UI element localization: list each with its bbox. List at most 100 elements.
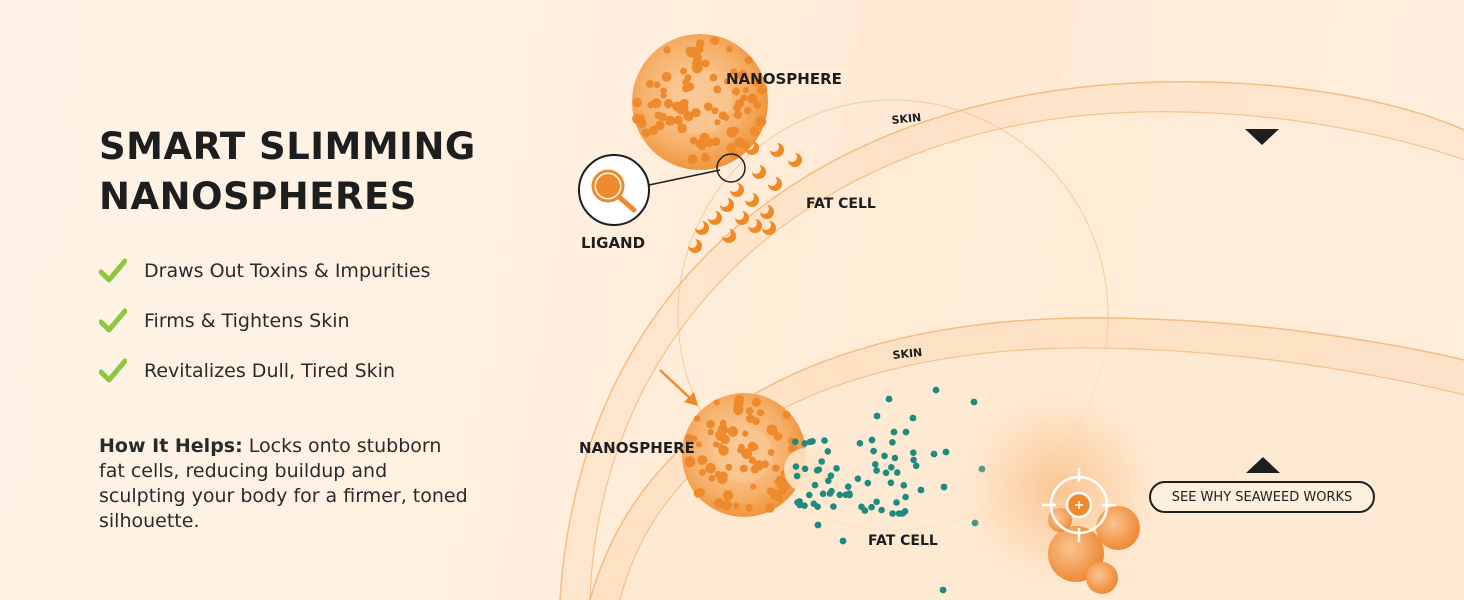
toxin-particle [887, 479, 895, 487]
surface-dot [653, 81, 661, 89]
toxin-particle [792, 463, 800, 470]
surface-dot [713, 399, 720, 406]
toxin-particle [810, 500, 818, 508]
surface-dot [750, 483, 757, 490]
surface-dot [725, 463, 733, 471]
surface-dot [683, 111, 694, 122]
surface-dot [734, 394, 745, 405]
see-why-seaweed-works-button[interactable]: SEE WHY SEAWEED WORKS [1149, 481, 1375, 513]
ligand-crescent [745, 193, 759, 207]
toxin-particle [868, 503, 875, 511]
title-line-2: NANOSPHERES [99, 175, 417, 218]
ligand-crescent [762, 221, 776, 235]
toxin-particle [870, 447, 877, 455]
toxin-particle [815, 466, 823, 474]
surface-dot [706, 419, 715, 429]
ligand-crescent [760, 205, 774, 219]
toxin-particle [793, 472, 801, 480]
toxin-particle [893, 499, 900, 506]
surface-dot [752, 128, 760, 137]
check-icon [99, 308, 127, 333]
surface-dot [686, 46, 698, 58]
how-it-helps-label: How It Helps: [99, 435, 243, 457]
toxin-particle [861, 507, 869, 514]
surface-dot [695, 39, 705, 48]
surface-dot [698, 468, 706, 476]
page-title: SMART SLIMMING NANOSPHERES [99, 122, 519, 222]
surface-dot [723, 78, 731, 85]
benefit-label: Firms & Tightens Skin [144, 310, 350, 332]
benefit-label: Revitalizes Dull, Tired Skin [144, 360, 395, 382]
toxin-particle [872, 461, 879, 468]
surface-dot [753, 460, 764, 471]
surface-dot [711, 107, 719, 115]
surface-dot [733, 502, 740, 509]
surface-dot [691, 108, 698, 115]
scroll-down-arrow-icon[interactable] [1245, 129, 1279, 145]
how-it-helps: How It Helps: Locks onto stubborn fat ce… [99, 434, 469, 534]
surface-dot [702, 154, 710, 163]
toxin-particle [891, 454, 899, 462]
toxin-particle [818, 458, 825, 465]
toxin-particle [890, 428, 898, 436]
surface-dot [765, 503, 775, 513]
surface-dot [743, 107, 752, 115]
surface-dot [731, 126, 740, 135]
surface-dot [695, 139, 705, 149]
surface-dot [703, 139, 711, 146]
toxin-particle [940, 483, 948, 491]
surface-dot [748, 456, 756, 464]
toxin-particle [864, 479, 872, 487]
surface-dot [745, 407, 754, 415]
toxin-particle [839, 537, 847, 545]
toxin-particle [825, 477, 832, 485]
toxin-particle [901, 508, 909, 515]
toxin-particle [868, 436, 876, 444]
toxin-particle [939, 586, 947, 594]
benefit-label: Draws Out Toxins & Impurities [144, 260, 431, 282]
surface-dot [776, 475, 785, 484]
surface-dot [727, 426, 739, 437]
toxin-particle [824, 448, 832, 455]
surface-dot [772, 464, 780, 472]
surface-dot [673, 115, 683, 125]
ligand-crescent [708, 211, 722, 225]
surface-dot [755, 116, 767, 128]
toxin-particle [942, 448, 950, 456]
toxin-particle [792, 438, 799, 446]
toxin-particle [881, 452, 888, 460]
surface-dot [751, 78, 760, 87]
surface-dot [697, 455, 708, 466]
surface-dot [747, 441, 758, 452]
surface-dot [684, 456, 696, 468]
toxin-particle [902, 428, 910, 436]
surface-dot [661, 71, 672, 82]
ligand-crescent [695, 221, 709, 235]
surface-dot [691, 435, 698, 442]
toxin-particle [878, 506, 885, 514]
toxin-particle [893, 469, 901, 476]
surface-dot [684, 433, 694, 444]
surface-dot [665, 115, 676, 126]
surface-dot [751, 397, 762, 407]
toxin-particle [873, 498, 880, 506]
surface-dot [739, 464, 748, 473]
toxin-particle [828, 487, 835, 495]
toxin-particle [882, 469, 890, 477]
surface-dot [735, 99, 744, 109]
fat-cell-cluster [948, 378, 1172, 600]
toxin-particle [889, 510, 896, 517]
toxin-particle [885, 395, 893, 403]
surface-dot [645, 80, 654, 88]
toxin-particle [932, 386, 940, 394]
surface-dot [766, 424, 778, 436]
scroll-up-arrow-icon[interactable] [1246, 457, 1280, 473]
surface-dot [708, 474, 716, 482]
toxin-particle [836, 491, 844, 499]
surface-dot [655, 120, 665, 131]
toxin-particle [833, 465, 840, 472]
toxin-particle [801, 440, 808, 447]
surface-dot [773, 490, 780, 497]
